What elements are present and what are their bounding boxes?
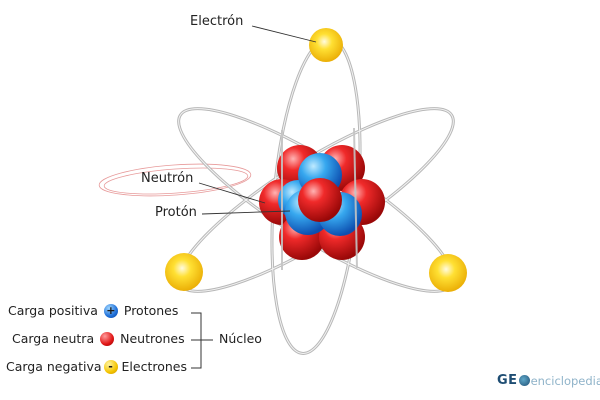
legend-row-protons: Carga positiva + Protones: [8, 303, 178, 318]
legend-row-electrons: Carga negativa - Electrones: [6, 359, 187, 374]
geoenciclopedia-logo: GE enciclopedia: [497, 373, 600, 388]
electron-icon: -: [103, 359, 118, 374]
nucleus-bracket: [191, 312, 213, 369]
neutron-sphere: [298, 178, 342, 222]
charge-label: Carga negativa: [6, 359, 102, 374]
charge-label: Carga neutra: [12, 331, 95, 346]
electron-label: Electrón: [190, 14, 244, 29]
neutron-icon: [100, 331, 115, 346]
particle-label: Neutrones: [120, 331, 185, 346]
particle-label: Electrones: [121, 359, 187, 374]
particle-label: Protones: [123, 303, 179, 318]
nucleus-group-label: Núcleo: [219, 331, 262, 346]
neutron-label: Neutrón: [141, 171, 194, 186]
nucleus: [259, 145, 385, 260]
legend-row-neutrons: Carga neutra Neutrones: [12, 331, 185, 346]
electron-left: [165, 253, 203, 291]
proton-label: Protón: [155, 205, 197, 220]
proton-icon: +: [103, 303, 118, 318]
decorative-ellipse: [98, 163, 252, 197]
globe-icon: [518, 375, 530, 386]
charge-label: Carga positiva: [8, 303, 98, 318]
leader-lines: [198, 25, 317, 215]
electron-top: [309, 28, 343, 62]
electron-right: [429, 254, 467, 292]
